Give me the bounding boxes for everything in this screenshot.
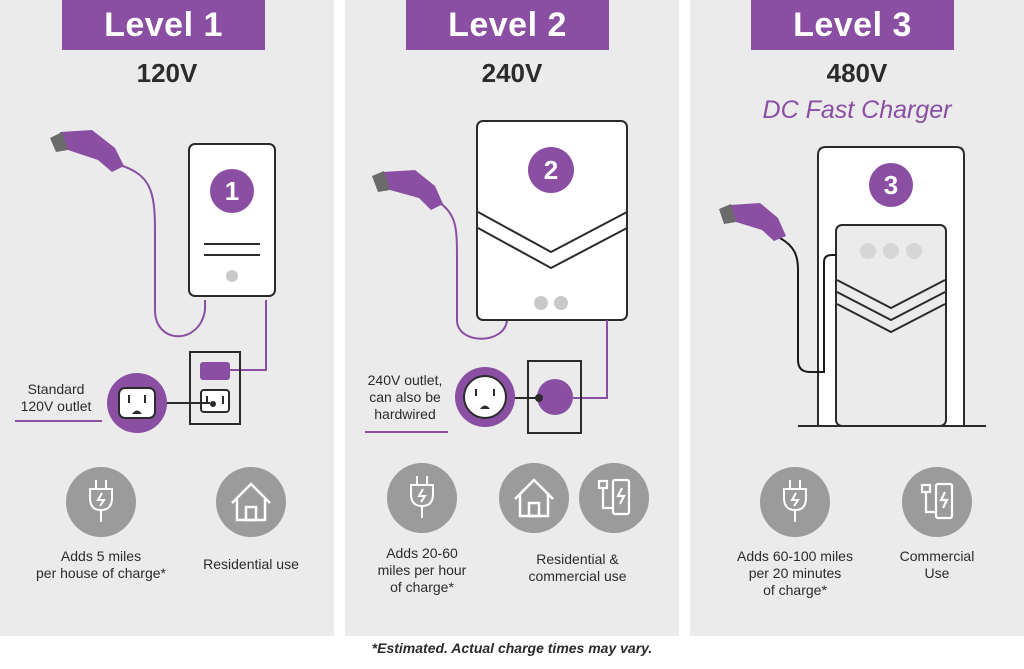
charging-connector-icon xyxy=(719,203,786,241)
level-2-use: Residential & commercial use xyxy=(528,551,627,584)
240v-outlet-icon xyxy=(455,367,515,427)
level-1-voltage: 120V xyxy=(136,58,198,88)
plug-icon xyxy=(760,467,830,537)
plug-icon xyxy=(66,467,136,537)
charging-connector-icon xyxy=(372,170,443,210)
level-1-illustration: 1 xyxy=(15,130,286,537)
level-1-charge-rate: Adds 5 miles per house of charge* xyxy=(36,548,166,581)
level-2-voltage: 240V xyxy=(481,58,543,88)
level-3-badge: 3 xyxy=(884,170,898,200)
level-3-charge-rate: Adds 60-100 miles per 20 minutes of char… xyxy=(737,548,853,598)
level-2-outlet-label: 240V outlet, can also be hardwired xyxy=(367,372,443,422)
house-icon xyxy=(216,467,286,537)
level-3-use: Commercial Use xyxy=(899,548,975,581)
level-3-panel: Level 3 480V DC Fast Charger 3 xyxy=(690,0,1024,636)
level-3-voltage: 480V xyxy=(826,58,888,88)
level-2-illustration: 2 xyxy=(365,120,649,533)
standard-outlet-icon xyxy=(107,373,167,433)
level-2-charge-rate: Adds 20-60 miles per hour of charge* xyxy=(377,545,467,595)
level-1-use: Residential use xyxy=(203,556,299,572)
level-3-illustration: 3 xyxy=(719,146,986,537)
house-icon xyxy=(499,463,569,533)
wall-charger-unit xyxy=(476,120,628,321)
level-2-badge: 2 xyxy=(544,155,558,185)
dc-fast-charger-unit xyxy=(798,146,986,427)
wall-charger-unit xyxy=(188,143,276,297)
level-2-title: Level 2 xyxy=(448,5,567,44)
level-3-title: Level 3 xyxy=(793,5,912,44)
charging-station-icon xyxy=(902,467,972,537)
footnote: *Estimated. Actual charge times may vary… xyxy=(371,640,653,656)
level-2-panel: Level 2 240V 2 xyxy=(345,0,679,636)
level-1-title: Level 1 xyxy=(104,5,223,44)
charging-station-icon xyxy=(579,463,649,533)
charging-connector-icon xyxy=(50,130,124,172)
level-1-outlet-label: Standard 120V outlet xyxy=(20,381,92,414)
level-1-badge: 1 xyxy=(225,176,239,206)
level-1-panel: Level 1 120V 1 xyxy=(0,0,334,636)
plug-icon xyxy=(387,463,457,533)
level-3-header: Level 3 xyxy=(751,0,954,50)
level-3-subtitle: DC Fast Charger xyxy=(762,96,952,124)
level-1-header: Level 1 xyxy=(62,0,265,50)
level-2-header: Level 2 xyxy=(406,0,609,50)
